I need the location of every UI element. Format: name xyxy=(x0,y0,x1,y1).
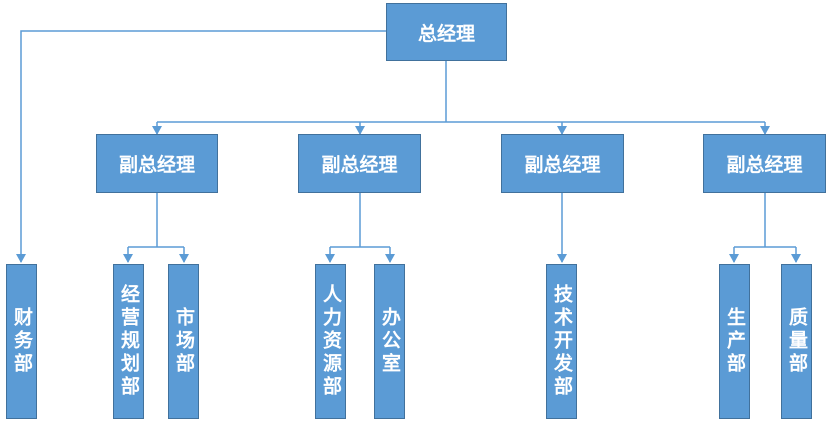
node-vp-2: 副总经理 xyxy=(298,134,421,193)
node-general-manager: 总经理 xyxy=(386,3,507,61)
node-vp-3: 副总经理 xyxy=(501,134,624,193)
node-dept-hr: 人力资源部 xyxy=(315,264,346,419)
node-dept-planning: 经营规划部 xyxy=(113,264,144,419)
node-vp-1: 副总经理 xyxy=(96,134,218,193)
node-dept-quality: 质量部 xyxy=(781,264,812,419)
connector-vp1-bus xyxy=(128,193,184,248)
node-dept-office: 办公室 xyxy=(374,264,405,419)
connector-to-finance xyxy=(16,30,386,263)
connector-vp4-bus xyxy=(734,193,796,248)
node-dept-market: 市场部 xyxy=(168,264,199,419)
connector-vp2-bus xyxy=(330,193,390,248)
node-dept-production: 生产部 xyxy=(719,264,750,419)
node-finance: 财务部 xyxy=(6,264,37,419)
node-dept-tech: 技术开发部 xyxy=(546,264,577,419)
node-vp-4: 副总经理 xyxy=(703,134,826,193)
